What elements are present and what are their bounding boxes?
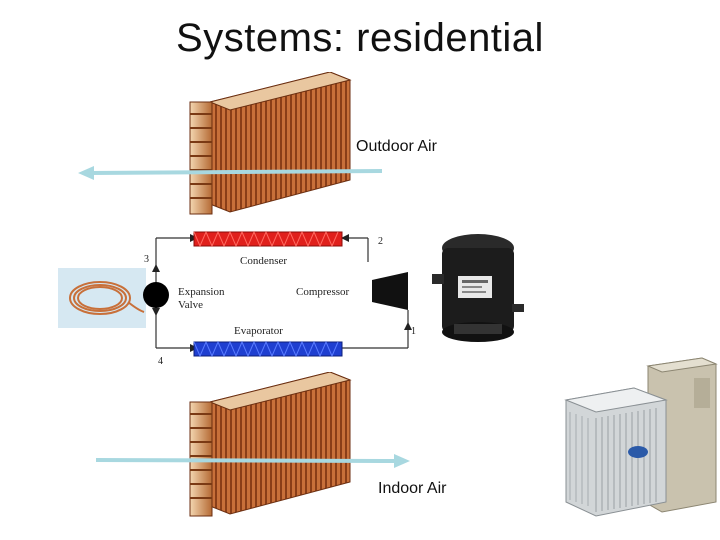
evaporator-label: Evaporator (234, 325, 283, 337)
slide-title: Systems: residential (176, 16, 544, 60)
compressor-symbol (372, 272, 408, 310)
state-point-1: 1 (411, 326, 416, 337)
condenser-coil-image (189, 72, 352, 215)
indoor-air-arrow (95, 454, 410, 468)
compressor-image (432, 234, 524, 342)
state-point-2: 2 (378, 236, 383, 247)
evaporator-coil (193, 340, 343, 358)
expansion-valve-symbol (143, 282, 169, 308)
state-point-3: 3 (144, 254, 149, 265)
compressor-label: Compressor (296, 286, 350, 298)
expansion-valve-label-line1: Expansion (178, 286, 225, 298)
state-point-4: 4 (158, 356, 163, 367)
indoor-air-label: Indoor Air (378, 480, 447, 497)
condenser-coil (193, 230, 343, 248)
refrigeration-cycle-diagram: Condenser Evaporator Compressor Expansio… (143, 230, 416, 367)
outdoor-air-label: Outdoor Air (356, 138, 437, 155)
outdoor-unit-image (562, 352, 720, 522)
expansion-valve-label-line2: Valve (178, 299, 203, 311)
copper-coil-image (58, 268, 146, 328)
evaporator-coil-image (189, 372, 352, 517)
outdoor-air-arrow (78, 166, 383, 180)
condenser-label: Condenser (240, 255, 287, 267)
